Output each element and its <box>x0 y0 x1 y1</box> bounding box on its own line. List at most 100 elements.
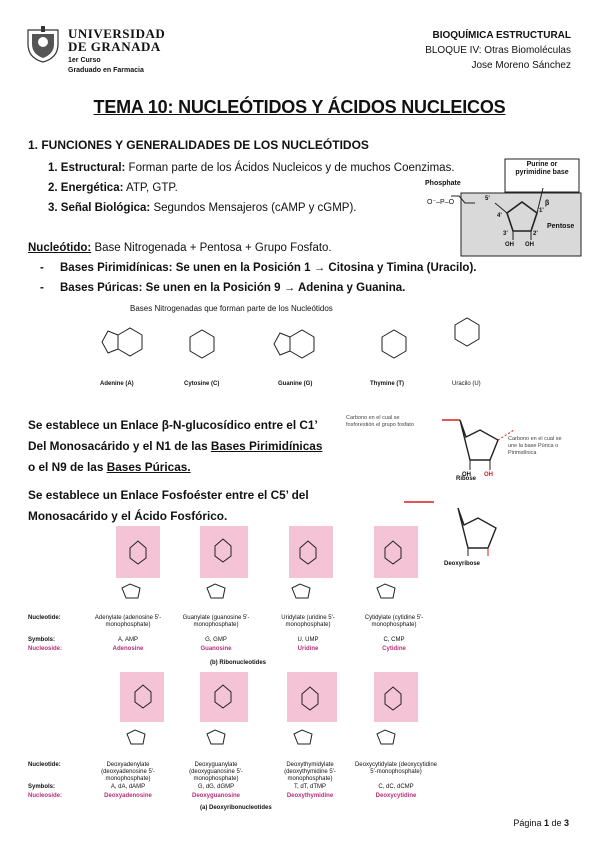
phosphoester-line2: Monosacárido y el Ácido Fosfórico. <box>28 509 228 523</box>
section-heading: 1. FUNCIONES Y GENERALIDADES DE LOS NUCL… <box>28 138 369 152</box>
item-number: 2. <box>48 182 58 194</box>
pink-base-box <box>374 672 418 722</box>
item-number: 1. <box>48 162 58 174</box>
deoxy-symbols: A, dA, dAMP <box>110 784 146 790</box>
nucleotide-definition: Nucleótido: Base Nitrogenada + Pentosa +… <box>28 238 332 258</box>
definition-text: Base Nitrogenada + Pentosa + Grupo Fosfa… <box>91 242 332 254</box>
deoxy-nucleotide-name: Deoxyguanylate (deoxyguanosine 5′-monoph… <box>189 762 243 782</box>
item-text: Segundos Mensajeros (cAMP y cGMP). <box>150 202 357 214</box>
university-line2: DE GRANADA <box>68 39 161 54</box>
ribo-nucleotide-name: Guanylate (guanosine 5′-monophosphate) <box>182 615 250 628</box>
degree-name: Graduado en Farmacia <box>68 67 144 74</box>
purine-pyrimidine-label: Purine or pyrimidine base <box>515 161 569 176</box>
ribonucleotides-caption: (b) Ribonucleotides <box>210 660 266 666</box>
deoxy-nucleoside: Deoxyguanosine <box>191 793 240 799</box>
ribo-symbols: C, CMP <box>383 637 405 643</box>
oh-3-label: OH <box>505 242 514 248</box>
row-label-nucleoside: Nucleoside: <box>28 793 63 799</box>
item-text: ATP, GTP. <box>123 182 178 194</box>
page-of: de <box>548 818 564 828</box>
subject-title: BIOQUÍMICA ESTRUCTURAL <box>432 30 571 41</box>
deoxy-nucleotide-name: Deoxyadenylate (deoxyadenosine 5′-monoph… <box>101 762 155 782</box>
pentose-label: Pentose <box>547 223 575 230</box>
definition-label: Nucleótido: <box>28 242 92 254</box>
ribo-nucleoside: Cytidine <box>382 646 406 652</box>
header-right: BIOQUÍMICA ESTRUCTURAL BLOQUE IV: Otras … <box>425 28 571 73</box>
ribo-nucleoside: Guanosine <box>200 646 232 652</box>
ribose-diagram: OH OH <box>420 402 530 482</box>
row-label-nucleoside: Nucleoside: <box>28 646 63 652</box>
page-total: 3 <box>563 818 569 828</box>
course-info: 1er Curso Graduado en Farmacia <box>68 56 144 76</box>
page-current: 1 <box>543 818 549 828</box>
ribo-nucleotide-name: Uridylate (uridine 5′-monophosphate) <box>281 615 335 628</box>
pink-base-box <box>287 672 337 722</box>
glycosidic-line2: Del Monosacárido y el N1 de las Bases Pi… <box>28 436 322 457</box>
item-number: 3. <box>48 202 58 214</box>
glycosidic-bond-text: Se establece un Enlace β-N-glucosídico e… <box>28 415 322 478</box>
row-label-nucleotide: Nucleotide: <box>28 615 61 621</box>
bullet-text: Bases Pirimidínicas: Se unen en la Posic… <box>60 262 477 274</box>
row-label-symbols: Symbols: <box>28 784 56 790</box>
deoxyribose-label: Deoxyribose <box>444 561 481 567</box>
ribose-note-right: Carbono en el cual se une la base Púrica… <box>508 436 562 456</box>
pink-base-box <box>374 526 418 578</box>
row-label-symbols: Symbols: <box>28 637 56 643</box>
purine-link-text: Bases Púricas. <box>106 460 191 474</box>
row-label-nucleotide: Nucleotide: <box>28 762 61 768</box>
ribonucleotides-structures <box>80 526 530 616</box>
ribose-oh-right: OH <box>484 472 493 478</box>
carbon-2-label: 2' <box>533 231 538 237</box>
deoxy-nucleotide-name: Deoxythymidylate (deoxythymidine 5′-mono… <box>284 762 336 782</box>
function-item: 3. Señal Biológica: Segundos Mensajeros … <box>48 198 455 218</box>
carbon-4-label: 4' <box>497 213 502 219</box>
pink-base-box <box>116 526 160 578</box>
deoxy-symbols: C, dC, dCMP <box>378 784 414 790</box>
nucleotide-structure-diagram: Purine or pyrimidine base Phosphate Pent… <box>425 158 585 258</box>
nitrogen-bases-figure: Adenine (A) Cytosine (C) Guanine (G) Thy… <box>80 315 530 395</box>
carbon-1-label: 1' <box>539 208 544 214</box>
item-label: Estructural: <box>60 162 126 174</box>
pink-base-box <box>200 672 248 722</box>
university-line1: UNIVERSIDAD <box>68 26 166 41</box>
ribose-label: Ribose <box>456 476 477 482</box>
deoxyribose-diagram <box>400 490 520 560</box>
ribo-nucleoside: Adenosine <box>112 646 144 652</box>
base-name-adenine: Adenine (A) <box>100 381 134 387</box>
glycosidic-line3: o el N9 de las Bases Púricas. <box>28 457 322 478</box>
author-name: Jose Moreno Sánchez <box>471 60 571 71</box>
deoxy-nucleoside: Deoxythymidine <box>286 793 334 799</box>
deoxy-nucleoside: Deoxyadenosine <box>104 793 152 799</box>
carbon-3-label: 3' <box>503 231 508 237</box>
deoxyribonucleotides-structures <box>80 672 530 760</box>
item-label: Señal Biológica: <box>60 202 151 214</box>
ribo-symbols: U, UMP <box>297 637 319 643</box>
base-name-uracil: Uracilo (U) <box>452 381 481 387</box>
functions-list: 1. Estructural: Forman parte de los Ácid… <box>48 158 455 218</box>
ribo-nucleotide-name: Adenylate (adenosine 5′-monophosphate) <box>94 615 162 628</box>
ribo-symbols: A, AMP <box>117 637 138 643</box>
bases-caption: Bases Nitrogenadas que forman parte de l… <box>130 304 333 313</box>
ribose-oh-left: OH <box>462 472 471 478</box>
item-text: Forman parte de los Ácidos Nucleicos y d… <box>125 162 455 174</box>
phosphate-label: Phosphate <box>425 180 461 187</box>
phosphate-group-text: O⁻–P–O <box>427 199 455 206</box>
glycosidic-line2-text: Del Monosacárido y el N1 de las <box>28 439 211 453</box>
deoxy-nucleotide-name: Deoxycytidylate (deoxycytidine 5′-monoph… <box>354 762 438 775</box>
function-item: 1. Estructural: Forman parte de los Ácid… <box>48 158 455 178</box>
base-name-cytosine: Cytosine (C) <box>184 381 220 387</box>
block-title: BLOQUE IV: Otras Biomoléculas <box>425 45 571 56</box>
beta-label: β <box>545 200 550 207</box>
pink-base-box <box>200 526 248 578</box>
deoxyribonucleotides-caption: (a) Deoxyribonucleotides <box>200 805 272 811</box>
pink-base-box <box>289 526 333 578</box>
ribo-symbols: G, GMP <box>205 637 227 643</box>
ribose-note-left: Carbono en el cual se fosforestión el gr… <box>346 415 414 428</box>
ribo-nucleotide-name: Cytidylate (cytidine 5′-monophosphate) <box>364 615 424 628</box>
course-year: 1er Curso <box>68 57 101 64</box>
bullet-text: Bases Púricas: Se unen en la Posición 9 … <box>60 282 406 294</box>
pyrimidine-link-text: Bases Pirimidínicas <box>210 439 323 453</box>
oh-2-label: OH <box>525 242 534 248</box>
ribo-nucleoside: Uridine <box>297 646 319 652</box>
base-name-thymine: Thymine (T) <box>370 381 404 387</box>
